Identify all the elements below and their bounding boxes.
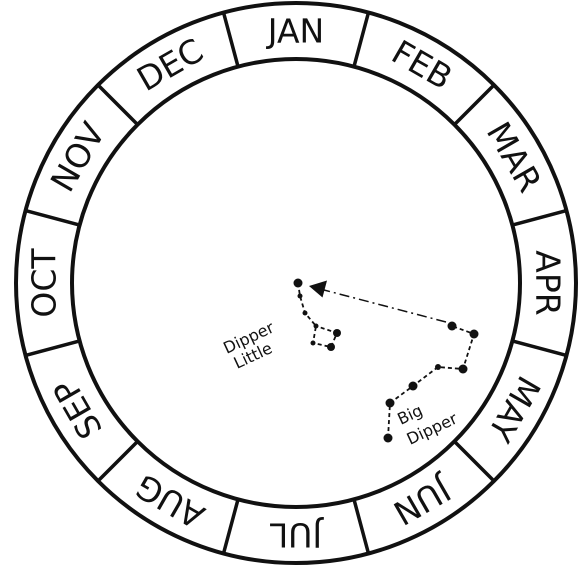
- month-label-nov: NOV: [43, 115, 113, 198]
- little-dipper-label: Little Dipper: [220, 318, 285, 374]
- big-dipper-star: [448, 322, 457, 331]
- month-divider: [454, 85, 494, 125]
- big-dipper-star: [435, 364, 441, 370]
- month-label-jan: JAN: [266, 12, 324, 51]
- month-divider: [26, 341, 80, 355]
- little-dipper-star: [327, 343, 335, 351]
- big-dipper-star: [386, 399, 395, 408]
- little-dipper-star: [298, 294, 303, 299]
- pointer-arrow: [309, 281, 446, 323]
- month-divider: [354, 13, 368, 67]
- big-dipper-label: Big Dipper: [394, 389, 460, 449]
- month-label-dec: DEC: [130, 31, 210, 99]
- month-label-mar: MAR: [479, 115, 550, 199]
- little-dipper-star: [314, 324, 319, 329]
- month-label-feb: FEB: [385, 32, 459, 97]
- big-dipper-star: [459, 365, 468, 374]
- month-label-aug: AUG: [129, 466, 211, 536]
- month-divider: [512, 341, 566, 355]
- month-divider: [512, 211, 566, 225]
- big-dipper-star: [470, 330, 479, 339]
- month-label-jul: JUL: [269, 516, 324, 555]
- month-label-may: MAY: [480, 370, 549, 450]
- little-dipper-star: [303, 311, 308, 316]
- month-divider: [98, 85, 138, 125]
- month-divider: [26, 211, 80, 225]
- month-label-oct: OCT: [25, 248, 64, 318]
- big-dipper-star: [384, 434, 393, 443]
- month-divider: [98, 441, 138, 481]
- little-dipper-star: [311, 341, 316, 346]
- pointer-arrowhead: [309, 281, 327, 298]
- big-dipper-star: [409, 382, 418, 391]
- month-label-jun: JUN: [387, 469, 459, 533]
- little-dipper-star: [294, 279, 303, 288]
- month-label-sep: SEP: [45, 373, 110, 446]
- month-divider: [224, 499, 238, 553]
- month-label-apr: APR: [529, 250, 568, 315]
- little-dipper-star: [333, 329, 341, 337]
- month-divider: [224, 13, 238, 67]
- pointer-line: [324, 290, 446, 322]
- month-divider: [454, 441, 494, 481]
- month-divider: [354, 499, 368, 553]
